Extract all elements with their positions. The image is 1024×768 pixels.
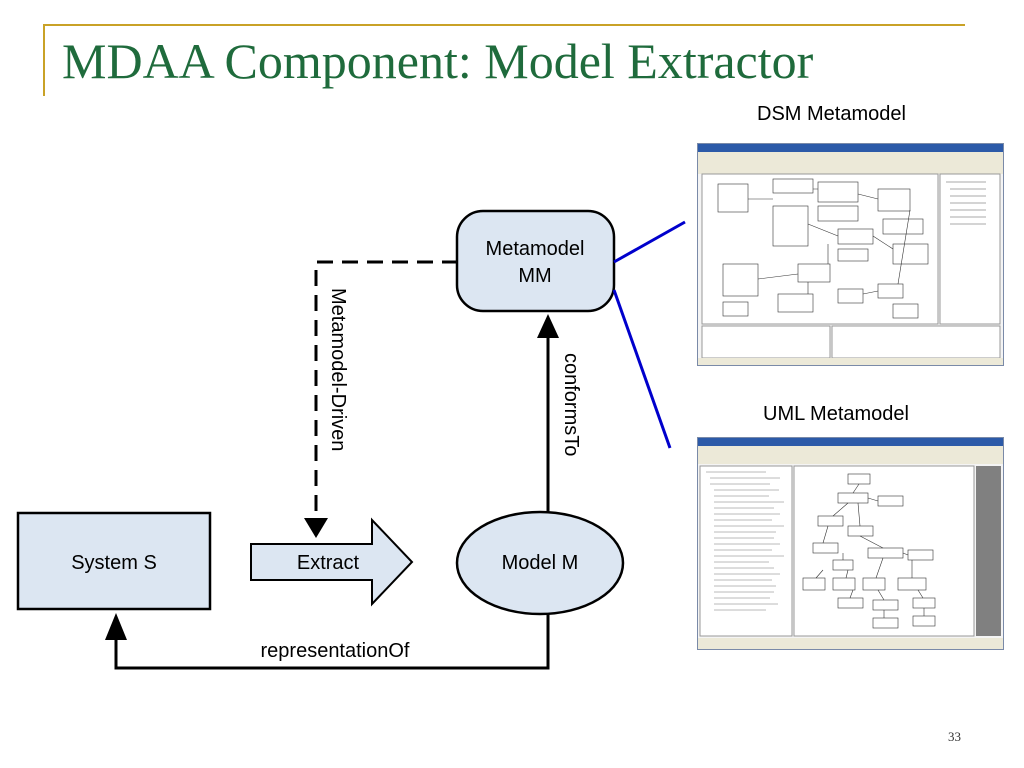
metamodel-node (455, 209, 616, 313)
title-rule-horizontal (43, 24, 965, 26)
metamodel-node-label-line1: Metamodel (486, 238, 585, 260)
metamodel-driven-arrowhead (304, 518, 328, 538)
representation-of-arrowhead (105, 613, 127, 640)
page-number: 33 (948, 729, 961, 744)
dsm-tool-window-thumbnail (698, 144, 1003, 365)
representation-of-connector (114, 614, 550, 670)
dsm-metamodel-screenshot (697, 143, 1004, 366)
model-node (455, 510, 625, 616)
extract-arrow (250, 517, 414, 607)
uml-tool-window-thumbnail (698, 438, 1003, 649)
system-node (16, 511, 212, 611)
system-node-label: System S (71, 552, 157, 574)
extract-label: Extract (297, 552, 360, 574)
metamodel-driven-label: Metamodel-Driven (327, 288, 349, 451)
dsm-metamodel-caption: DSM Metamodel (757, 103, 906, 125)
dsm-connector-line (613, 220, 686, 264)
conforms-to-label: conformsTo (560, 353, 582, 456)
title-rule-vertical (43, 24, 45, 96)
metamodel-driven-connector (314, 260, 458, 522)
uml-metamodel-screenshot (697, 437, 1004, 650)
representation-of-label: representationOf (261, 640, 410, 662)
metamodel-node-label-line2: MM (518, 265, 551, 287)
uml-metamodel-caption: UML Metamodel (763, 403, 909, 425)
conforms-to-arrowhead (537, 314, 559, 338)
model-node-label: Model M (502, 552, 579, 574)
uml-connector-line (612, 289, 672, 449)
slide-title: MDAA Component: Model Extractor (62, 33, 814, 89)
